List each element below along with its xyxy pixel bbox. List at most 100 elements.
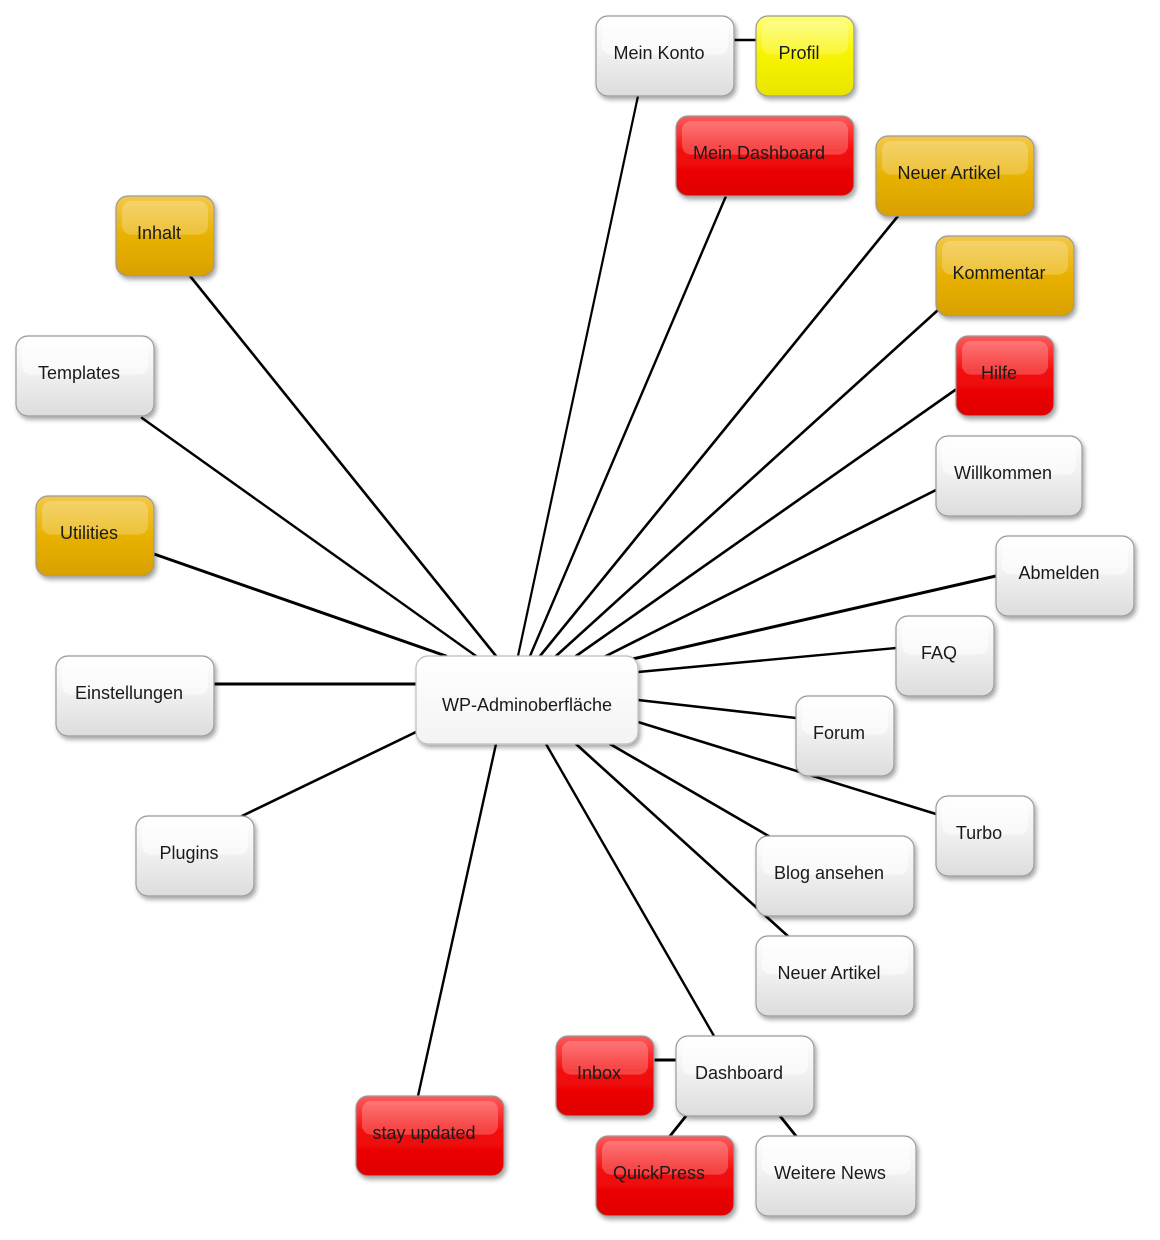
edge-wp-admin-to-hilfe [574,386,960,658]
node-label: Mein Dashboard [693,143,825,163]
node-box [755,15,855,97]
edge-dashboard-to-quickpress [668,1114,688,1138]
node-abmelden[interactable]: Abmelden [995,535,1135,617]
node-box [35,495,155,577]
node-gloss [762,21,848,55]
node-mein-dashboard[interactable]: Mein Dashboard [675,115,855,197]
node-gloss [122,201,208,235]
edge-wp-admin-to-neuer-artikel-top [538,214,900,658]
edge-wp-admin-to-mein-dashboard [528,194,728,658]
node-label: Mein Konto [613,43,704,63]
edge-wp-admin-to-blog-ansehen [608,742,774,840]
edge-wp-admin-to-turbo [636,720,938,816]
node-label: FAQ [921,643,957,663]
node-weitere-news[interactable]: Weitere News [755,1135,917,1217]
node-label: Willkommen [954,463,1052,483]
edge-wp-admin-to-forum [636,698,798,720]
edges-layer [140,38,998,1138]
node-box [555,1035,655,1117]
node-stay-updated[interactable]: stay updated [355,1095,505,1177]
node-label: Utilities [60,523,118,543]
node-label: Inhalt [137,223,181,243]
node-box [115,195,215,277]
node-inbox[interactable]: Inbox [555,1035,655,1117]
node-turbo[interactable]: Turbo [935,795,1035,877]
node-utilities[interactable]: Utilities [35,495,155,577]
node-gloss [762,1141,910,1175]
node-gloss [562,1041,648,1075]
node-box [935,235,1075,317]
node-box [595,1135,735,1217]
edge-wp-admin-to-dashboard [544,742,716,1038]
node-label: Inbox [577,1063,621,1083]
node-label: stay updated [372,1123,475,1143]
node-gloss [142,821,248,855]
node-plugins[interactable]: Plugins [135,815,255,897]
node-label: Weitere News [774,1163,886,1183]
node-willkommen[interactable]: Willkommen [935,435,1083,517]
edge-wp-admin-to-abmelden [626,574,998,662]
edge-dashboard-to-weitere-news [778,1114,798,1138]
node-box [675,115,855,197]
node-label: Templates [38,363,120,383]
node-gloss [42,501,148,535]
node-gloss [882,141,1028,175]
node-label: Turbo [956,823,1002,843]
node-label: Einstellungen [75,683,183,703]
node-gloss [762,841,908,875]
node-label: QuickPress [613,1163,705,1183]
node-box [355,1095,505,1177]
node-gloss [962,341,1048,375]
edge-wp-admin-to-faq [636,646,898,674]
node-box [875,135,1035,217]
node-kommentar[interactable]: Kommentar [935,235,1075,317]
node-gloss [762,941,908,975]
edge-wp-admin-to-willkommen [596,488,938,662]
edge-wp-admin-to-plugins [240,730,418,818]
node-inhalt[interactable]: Inhalt [115,195,215,277]
node-gloss [1002,541,1128,575]
node-label: Hilfe [981,363,1017,383]
node-blog-ansehen[interactable]: Blog ansehen [755,835,915,917]
node-gloss [942,801,1028,835]
node-dashboard[interactable]: Dashboard [675,1035,815,1117]
node-neuer-artikel-top[interactable]: Neuer Artikel [875,135,1035,217]
node-gloss [682,121,848,155]
node-gloss [362,1101,498,1135]
node-gloss [602,1141,728,1175]
node-mein-konto[interactable]: Mein Konto [595,15,735,97]
node-gloss [902,621,988,655]
node-label: Dashboard [695,1063,783,1083]
edge-wp-admin-to-inhalt [188,274,498,658]
node-gloss [602,21,728,55]
node-hilfe[interactable]: Hilfe [955,335,1055,417]
node-gloss [942,241,1068,275]
node-gloss [682,1041,808,1075]
node-label: Plugins [159,843,218,863]
edge-wp-admin-to-stay-updated [416,742,498,1098]
node-gloss [62,661,208,695]
node-gloss [942,441,1076,475]
node-label: Neuer Artikel [897,163,1000,183]
node-label: Kommentar [952,263,1045,283]
node-neuer-artikel-bottom[interactable]: Neuer Artikel [755,935,915,1017]
center-node-wp-admin[interactable]: WP-Adminoberfläche [415,655,639,745]
edge-wp-admin-to-kommentar [554,308,940,658]
node-label: Profil [778,43,819,63]
node-templates[interactable]: Templates [15,335,155,417]
node-label: Blog ansehen [774,863,884,883]
node-label: WP-Adminoberfläche [442,695,612,715]
edge-wp-admin-to-utilities [152,552,448,658]
node-box [415,655,639,745]
node-einstellungen[interactable]: Einstellungen [55,655,215,737]
node-faq[interactable]: FAQ [895,615,995,697]
node-forum[interactable]: Forum [795,695,895,777]
node-label: Abmelden [1018,563,1099,583]
node-profil[interactable]: Profil [755,15,855,97]
node-quickpress[interactable]: QuickPress [595,1135,735,1217]
node-label: Forum [813,723,865,743]
node-gloss [22,341,148,375]
edge-wp-admin-to-neuer-artikel-bottom [574,742,792,940]
